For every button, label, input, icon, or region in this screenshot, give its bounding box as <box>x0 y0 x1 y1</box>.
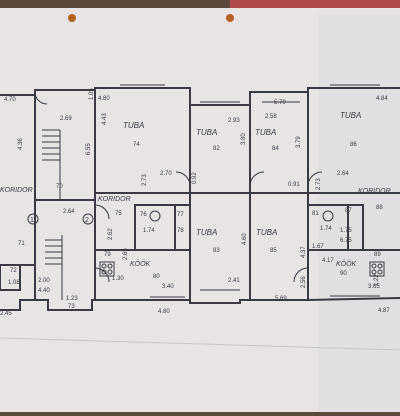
room-label: TUBA <box>196 128 217 137</box>
room-number: 86 <box>350 142 357 148</box>
dimension: 2.62 <box>108 228 114 240</box>
walls <box>0 84 400 311</box>
dimension: 2.69 <box>60 116 72 122</box>
dimension: 2.41 <box>228 278 240 284</box>
dimension: 3.80 <box>241 133 247 145</box>
dimension: 4.80 <box>98 96 110 102</box>
room-label: TUBA <box>340 111 361 120</box>
dimension: 2.64 <box>337 171 349 177</box>
room-number: 81 <box>312 211 319 217</box>
room-number: 79 <box>104 252 111 258</box>
room-number: 83 <box>213 248 220 254</box>
dimension: 0.91 <box>288 182 300 188</box>
tape-dot-left <box>68 14 76 22</box>
room-label: TUBA <box>256 228 277 237</box>
dimension: 0.92 <box>192 172 198 184</box>
dimension: 1.23 <box>66 296 78 302</box>
dimension: 2.70 <box>160 171 172 177</box>
room-number: 87 <box>345 208 352 214</box>
room-number: 80 <box>153 274 160 280</box>
dimension: 4.40 <box>38 288 50 294</box>
dimension: 1.74 <box>143 228 155 234</box>
dimension: 4.80 <box>158 309 170 315</box>
room-label: TUBA <box>123 121 144 130</box>
room-label: KORIDOR <box>0 187 33 194</box>
circle-mark <box>82 213 94 225</box>
labels: TUBA 74 TUBA 82 TUBA 84 TUBA 86 TUBA 83 … <box>0 88 391 317</box>
circle-mark <box>27 213 39 225</box>
room-number: 89 <box>374 252 381 258</box>
dimension: 2.65 <box>123 248 129 260</box>
tape-dot-right <box>226 14 234 22</box>
room-label: KÖÖK <box>130 260 151 268</box>
dimension: 2.93 <box>228 118 240 124</box>
dimension: 5.70 <box>274 100 286 106</box>
dimension: 2.56 <box>301 276 307 288</box>
dimension: 3.65 <box>368 284 380 290</box>
dimension: 1.67 <box>312 244 324 250</box>
dimension: 4.43 <box>102 113 108 125</box>
room-number: 73 <box>68 304 75 310</box>
dimension: 4.60 <box>242 233 248 245</box>
dimension: 4.70 <box>4 97 16 103</box>
paper-sheet-right <box>318 14 400 412</box>
dimension: 3.79 <box>296 136 302 148</box>
dimension: 6.75 <box>340 238 352 244</box>
circle-mark-label: 1 <box>30 217 34 224</box>
dimension: 2.45 <box>0 311 12 317</box>
dimension: 3.40 <box>162 284 174 290</box>
room-label: KÖÖK <box>336 260 357 268</box>
circle-mark-label: 2 <box>85 217 89 224</box>
room-number: 72 <box>10 268 17 274</box>
dimension: 4.36 <box>18 138 24 150</box>
dimension: 1.22 <box>374 274 380 286</box>
room-number: 76 <box>140 212 147 218</box>
room-number: 75 <box>115 211 122 217</box>
room-label: KORIDOR <box>98 196 131 203</box>
room-number: 85 <box>270 248 277 254</box>
dimension: 1.74 <box>320 226 332 232</box>
room-label: KORIDOR <box>358 188 391 195</box>
paper-fold <box>0 337 400 351</box>
room-number: 71 <box>18 241 25 247</box>
dimension: 1.08 <box>8 280 20 286</box>
room-number: 78 <box>177 228 184 234</box>
dimension: 4.84 <box>376 96 388 102</box>
dimension: 1.75 <box>340 228 352 234</box>
dimension: 2.64 <box>63 209 75 215</box>
room-number: 90 <box>340 271 347 277</box>
dimension: 2.73 <box>142 174 148 186</box>
room-number: 88 <box>376 205 383 211</box>
room-number: 70 <box>56 184 63 190</box>
room-label: TUBA <box>255 128 276 137</box>
dimension: 2.73 <box>316 178 322 190</box>
dimension: 1.05 <box>89 88 95 100</box>
dimension: 6.55 <box>86 143 92 155</box>
dimension: 5.69 <box>275 296 287 302</box>
dimension: 4.37 <box>301 246 307 258</box>
room-number: 82 <box>213 146 220 152</box>
dimension: 2.00 <box>38 278 50 284</box>
room-number: 84 <box>272 146 279 152</box>
dimension: 4.87 <box>378 308 390 314</box>
room-label: TUBA <box>196 228 217 237</box>
room-number: 74 <box>133 142 140 148</box>
dimension: 4.17 <box>322 258 334 264</box>
dimension: 1.30 <box>112 276 124 282</box>
room-number: 77 <box>177 212 184 218</box>
dimension: 2.58 <box>265 114 277 120</box>
